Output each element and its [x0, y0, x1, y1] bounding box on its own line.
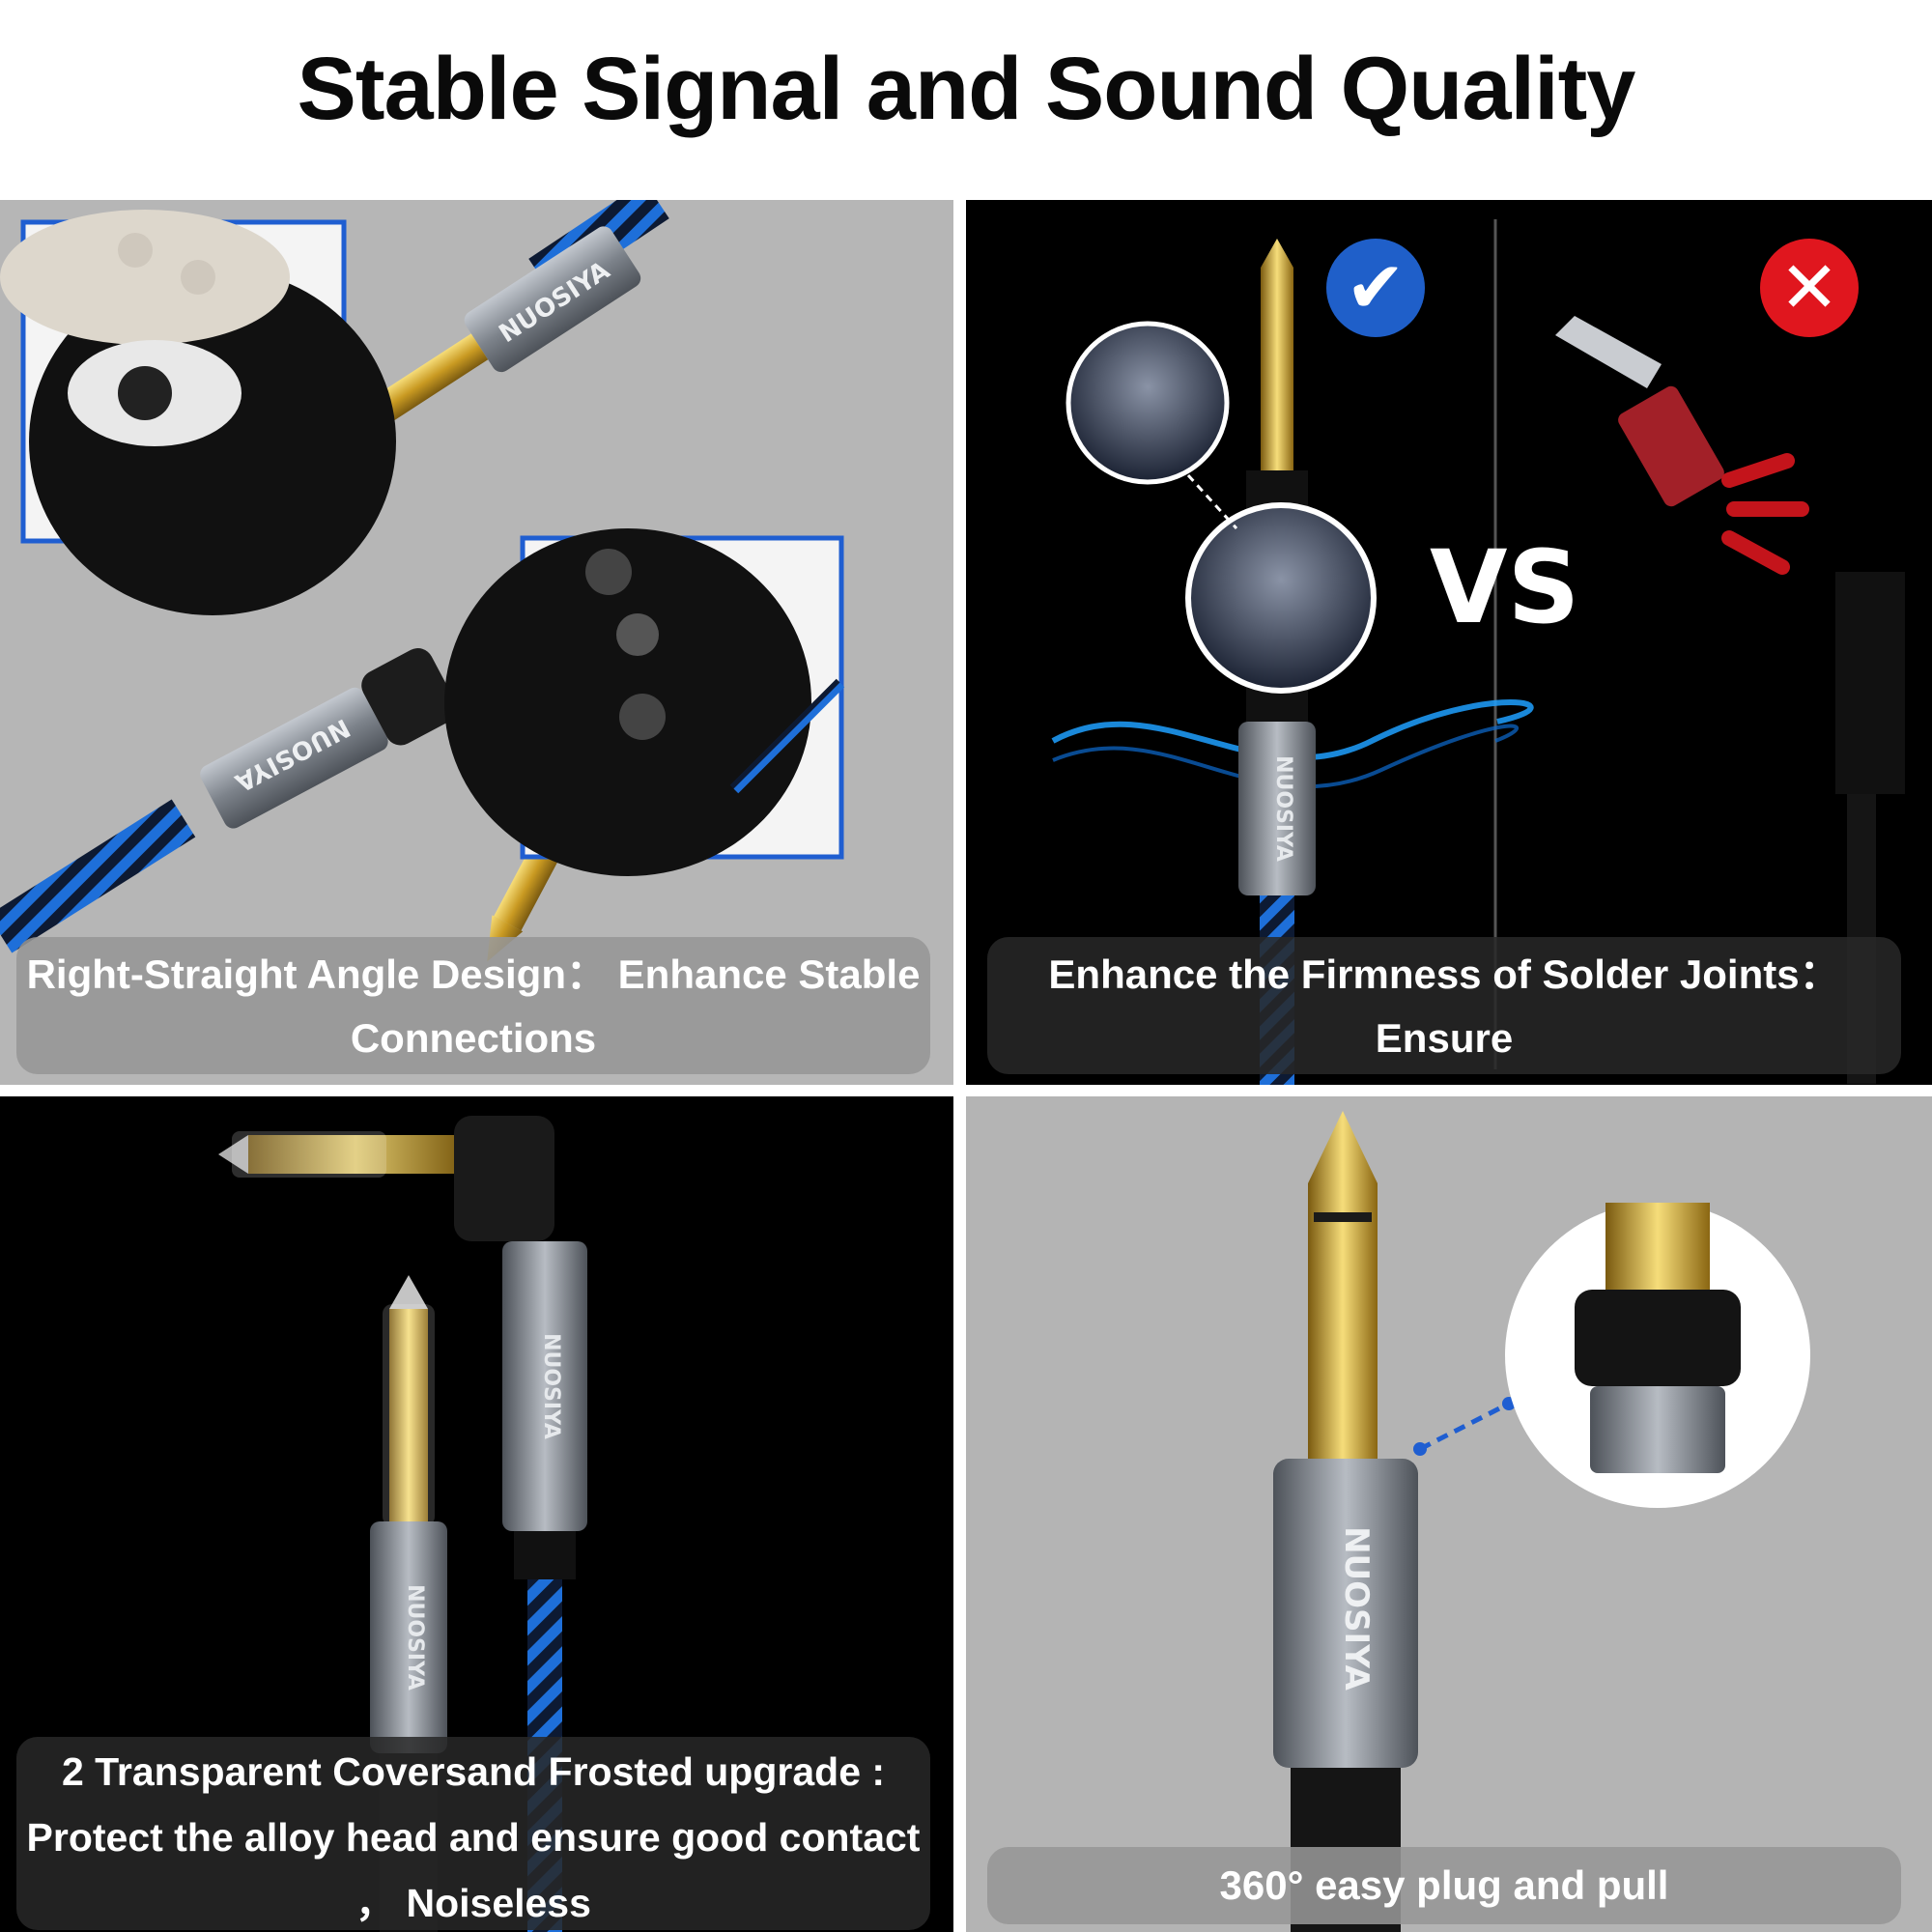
brand-label: NUOSIYA — [1337, 1526, 1376, 1690]
caption-line: sound signal transmission is more stable — [987, 1070, 1901, 1085]
easy-plug-illustration: NUOSIYA — [1273, 1111, 1810, 1932]
brand-label: NUOSIYA — [539, 1333, 563, 1439]
caption-line: Right-Straight Angle Design： Enhance Sta… — [26, 952, 921, 997]
vs-label: VS — [1430, 528, 1580, 646]
zoom-lens-joint — [1185, 502, 1377, 694]
caption-transparent-covers: 2 Transparent Coversand Frosted upgrade … — [16, 1737, 930, 1930]
caption-line: Protect the alloy head and ensure good c… — [26, 1815, 921, 1860]
cross-icon: ✕ — [1760, 239, 1859, 337]
panel-easy-plug: NUOSIYA 360° easy plug and pull — [966, 1096, 1932, 1932]
panel-solder-joints: NUOSIYA ✔ ✕ VS Enhance the Firmness of S… — [966, 200, 1932, 1085]
caption-solder-joints: Enhance the Firmness of Solder Joints： E… — [987, 937, 1901, 1085]
panel-transparent-covers: NUOSIYA NUOSIYA 2 Transparent Coversand … — [0, 1096, 953, 1932]
brand-label: NUOSIYA — [1271, 755, 1295, 862]
angled-plug: NUOSIYA — [200, 648, 458, 829]
brand-label-second: NUOSIYA — [403, 1584, 427, 1690]
checkmark-icon: ✔ — [1326, 239, 1425, 337]
caption-line: 360° easy plug and pull — [1219, 1862, 1669, 1908]
caption-line: 2 Transparent Coversand Frosted upgrade … — [61, 1749, 886, 1794]
caption-line: ， Noiseless — [355, 1881, 591, 1925]
caption-right-straight-angle: Right-Straight Angle Design： Enhance Sta… — [16, 937, 930, 1074]
angle-design-illustration: NUOSIYA NUOSIYA — [0, 200, 845, 962]
caption-line: Enhance the Firmness of Solder Joints： E… — [1048, 952, 1840, 1061]
panel-right-straight-angle: NUOSIYA NUOSIYA Right-Straight Angle Des… — [0, 200, 953, 1085]
transparent-covers-illustration: NUOSIYA NUOSIYA — [218, 1116, 587, 1932]
zoom-lens-cable — [1065, 321, 1230, 485]
braided-cable-lower — [0, 799, 196, 953]
caption-easy-plug: 360° easy plug and pull — [987, 1847, 1901, 1924]
large-plug: NUOSIYA — [1273, 1111, 1418, 1932]
page-title: Stable Signal and Sound Quality — [297, 40, 1636, 138]
zoom-circle-joint — [1505, 1203, 1810, 1508]
caption-line: Connections — [350, 1015, 597, 1061]
